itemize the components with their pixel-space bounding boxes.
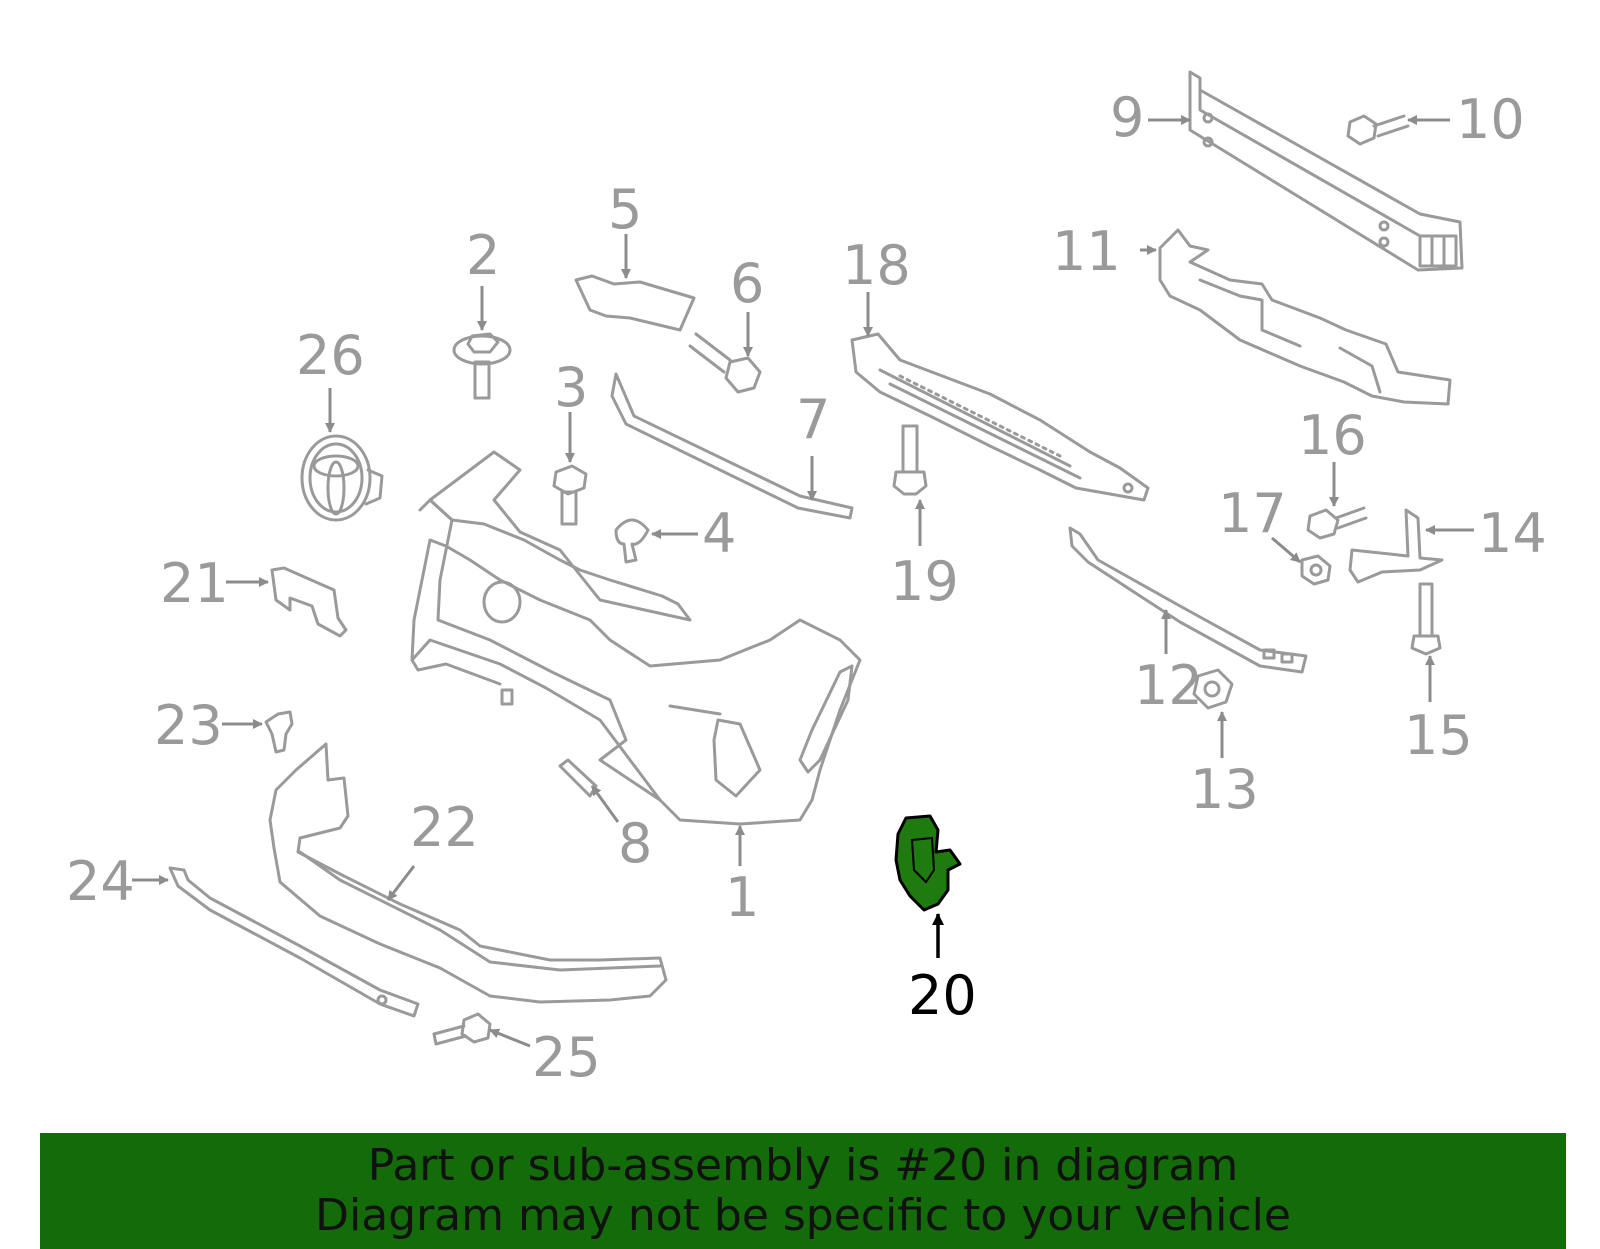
callout-11: 11 — [1052, 220, 1121, 283]
part-1-bumper-cover — [410, 450, 862, 826]
part-19-stud — [892, 424, 928, 496]
part-21-bracket — [270, 566, 348, 638]
part-16-bolt — [1306, 506, 1368, 540]
callout-labels: 1 2 3 4 5 6 7 8 9 10 11 12 13 14 15 16 1… — [66, 86, 1547, 1089]
callout-4: 4 — [702, 502, 736, 565]
part-26-emblem — [300, 434, 384, 522]
callout-23: 23 — [154, 694, 223, 757]
part-18-retainer — [850, 332, 1150, 502]
part-24-lower-strip — [168, 866, 420, 1018]
part-6-bolt — [688, 332, 762, 394]
part-13-nut — [1192, 668, 1234, 710]
callout-20: 20 — [908, 964, 977, 1027]
part-10-bolt — [1346, 114, 1410, 146]
leader-arrows — [132, 115, 1474, 1048]
part-25-bolt — [432, 1012, 492, 1046]
callout-7: 7 — [796, 388, 830, 451]
banner-line-1: Part or sub-assembly is #20 in diagram — [367, 1140, 1239, 1191]
callout-8: 8 — [618, 812, 652, 875]
part-7-seal — [610, 372, 854, 520]
part-3-bolt — [552, 464, 588, 526]
callout-2: 2 — [466, 224, 500, 287]
callout-12: 12 — [1134, 654, 1203, 717]
callout-15: 15 — [1404, 704, 1473, 767]
part-17-nut — [1300, 554, 1332, 586]
callout-16: 16 — [1298, 404, 1367, 467]
callout-26: 26 — [296, 324, 365, 387]
part-5-bracket — [574, 274, 696, 332]
callout-9: 9 — [1110, 86, 1144, 149]
part-2-bolt — [452, 332, 512, 400]
part-12-lower-reinforcement — [1068, 526, 1308, 674]
callout-24: 24 — [66, 850, 135, 913]
callout-25: 25 — [532, 1026, 601, 1089]
callout-13: 13 — [1190, 758, 1259, 821]
callout-17: 17 — [1218, 482, 1287, 545]
arrow-25 — [489, 1028, 531, 1048]
callout-10: 10 — [1456, 88, 1525, 151]
part-23-clip — [264, 710, 294, 754]
part-11-absorber — [1158, 228, 1452, 406]
callout-14: 14 — [1478, 502, 1547, 565]
part-22-lower-spoiler — [268, 742, 668, 1004]
notice-banner: Part or sub-assembly is #20 in diagram D… — [40, 1133, 1566, 1249]
callout-22: 22 — [410, 796, 479, 859]
callout-3: 3 — [554, 356, 588, 419]
callout-21: 21 — [160, 552, 229, 615]
part-8-pad — [558, 758, 598, 798]
arrow-8 — [590, 785, 620, 823]
callout-5: 5 — [608, 178, 642, 241]
banner-line-2: Diagram may not be specific to your vehi… — [315, 1190, 1291, 1241]
part-9-reinforcement — [1188, 70, 1464, 272]
callout-19: 19 — [890, 550, 959, 613]
callout-1: 1 — [725, 866, 759, 929]
part-4-clip — [614, 518, 650, 564]
arrow-17 — [1271, 536, 1301, 564]
part-14-bracket — [1348, 508, 1444, 584]
arrow-22 — [386, 865, 416, 901]
callout-6: 6 — [730, 252, 764, 315]
part-15-bolt — [1410, 582, 1442, 656]
part-20-highlighted-bracket — [894, 814, 962, 912]
callout-18: 18 — [842, 234, 911, 297]
